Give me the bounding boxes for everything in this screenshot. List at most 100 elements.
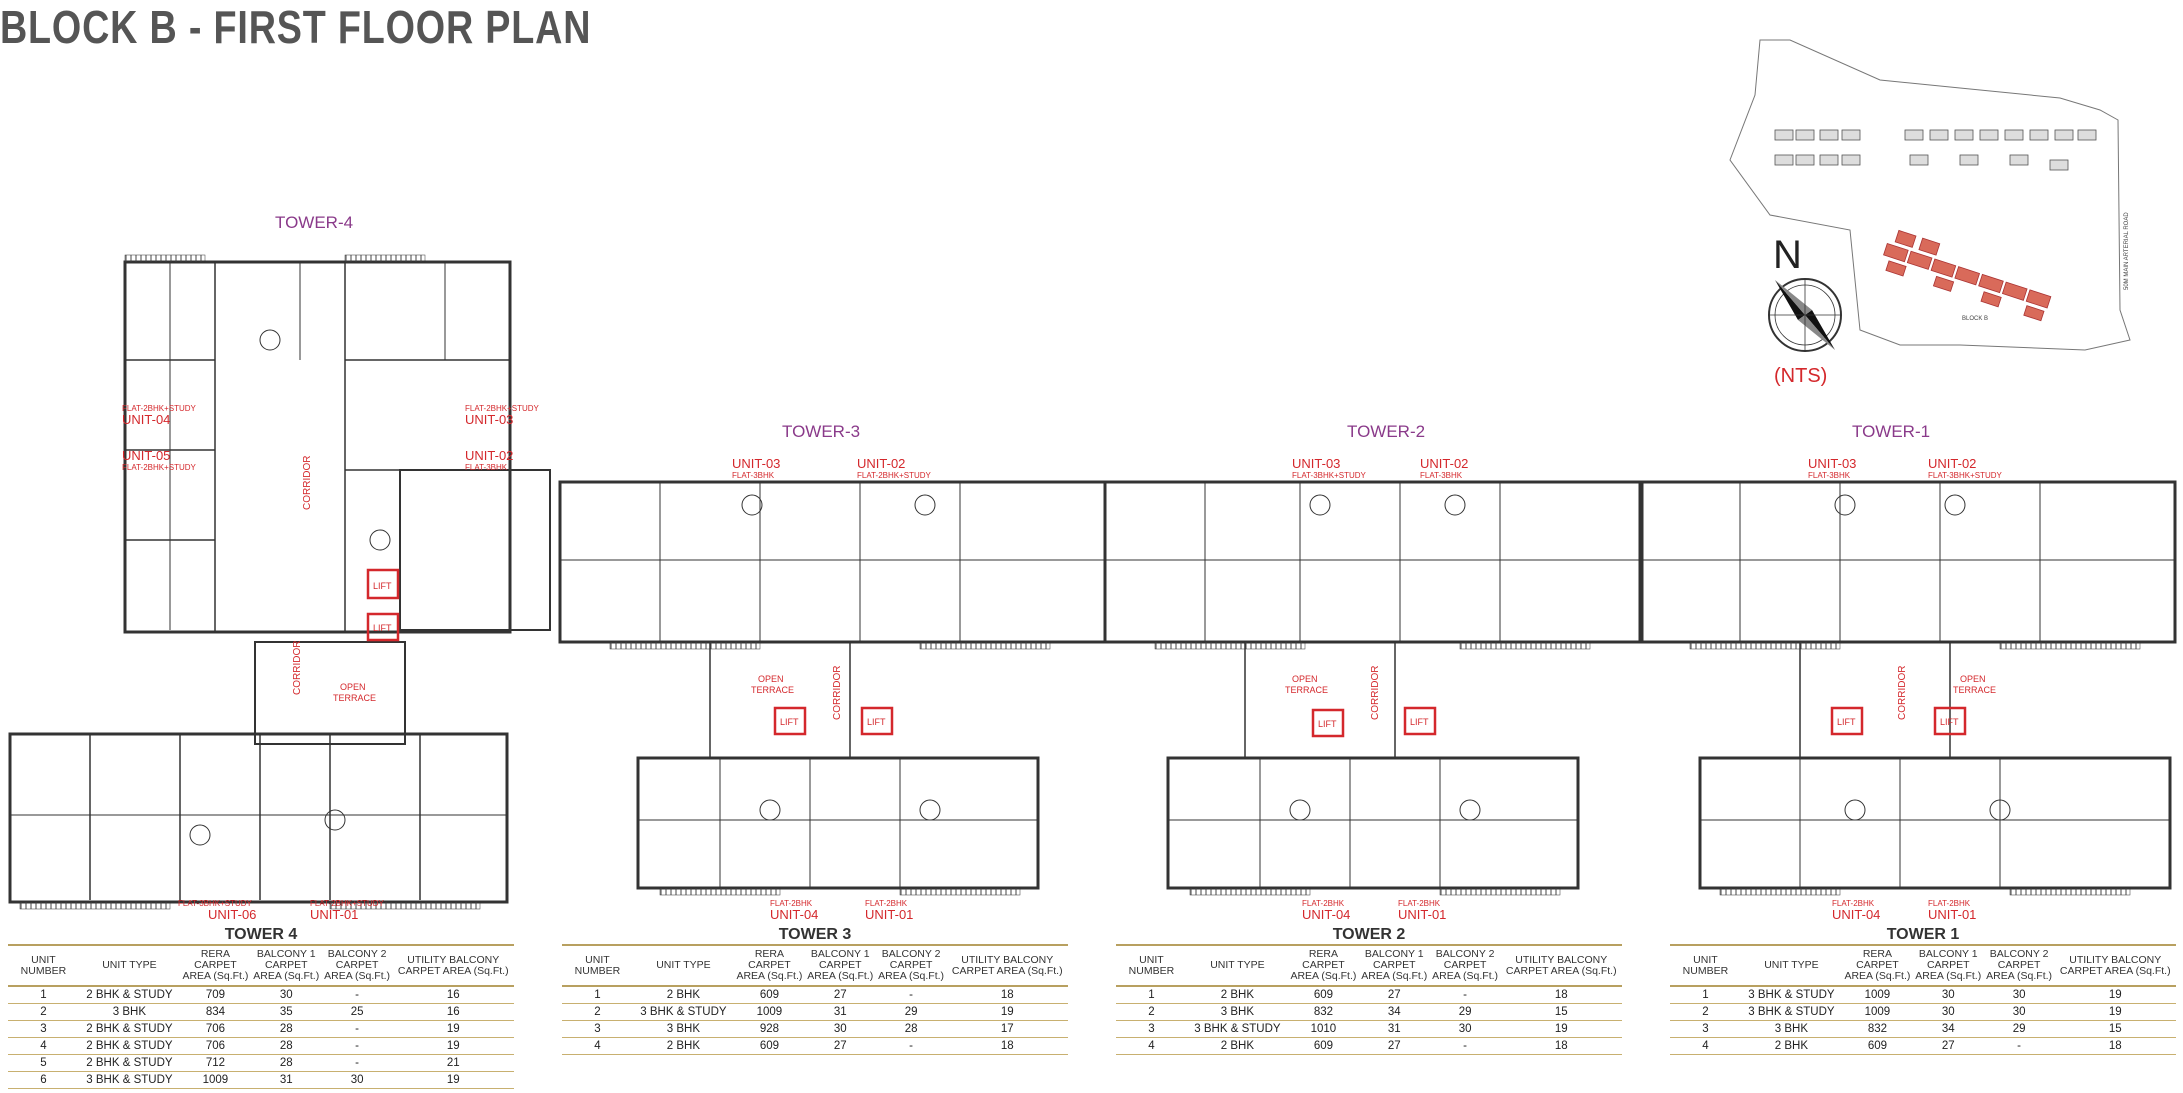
table-cell: 5 (8, 1054, 79, 1072)
unit-type: FLAT-2BHK+STUDY (310, 899, 385, 908)
unit-label: UNIT-06 (208, 907, 256, 922)
north-label: N (1773, 233, 1802, 277)
table-cell: 3 BHK (78, 1003, 181, 1021)
table-cell: - (321, 986, 393, 1004)
unit-type: FLAT-2BHK+STUDY (857, 471, 932, 480)
unit-type: FLAT-2BHK (1832, 899, 1875, 908)
unit-label: UNIT-04 (1302, 907, 1350, 922)
column-header: RERA CARPET AREA (Sq.Ft.) (1288, 944, 1359, 987)
unit-label: UNIT-01 (1928, 907, 1976, 922)
column-header: UTILITY BALCONY CARPET AREA (Sq.Ft.) (1500, 944, 1622, 987)
table-cell: 1009 (1842, 986, 1913, 1004)
table-cell: 4 (562, 1037, 633, 1055)
corridor-label: CORRIDOR (1897, 666, 1908, 720)
unit-type: FLAT-2BHK+STUDY (122, 404, 197, 413)
table-cell: 3 BHK (1186, 1003, 1289, 1021)
table-cell: 17 (946, 1020, 1068, 1038)
table-cell: 4 (1116, 1037, 1187, 1055)
table-cell: 832 (1288, 1003, 1359, 1021)
floor-plan: TOWER-4 CORRIDOR CORRIDOR OPEN TERRACE L… (8, 39, 2177, 922)
unit-label: UNIT-02 (465, 448, 513, 463)
table-cell: 928 (734, 1020, 805, 1038)
table-cell: 15 (2054, 1020, 2176, 1038)
table-cell: 16 (392, 986, 514, 1004)
corridor-label: CORRIDOR (292, 641, 303, 695)
area-table-tower-2: TOWER 2 UNIT NUMBER UNIT TYPE RERA CARPE… (1116, 926, 1622, 1055)
table-cell: 1 (1116, 986, 1187, 1004)
table-cell: 1 (1670, 986, 1741, 1004)
table-cell: 1010 (1288, 1020, 1359, 1038)
table-cell: - (1429, 1037, 1501, 1055)
column-header: BALCONY 2 CARPET AREA (Sq.Ft.) (1429, 944, 1501, 987)
column-header: UTILITY BALCONY CARPET AREA (Sq.Ft.) (392, 944, 514, 987)
unit-type: FLAT-2BHK+STUDY (465, 404, 540, 413)
unit-label: UNIT-04 (122, 412, 170, 427)
table-cell: 29 (875, 1003, 947, 1021)
unit-label: UNIT-02 (857, 456, 905, 471)
open-terrace-label: TERRACE (1285, 685, 1328, 695)
table-cell: 3 BHK & STUDY (1186, 1020, 1289, 1038)
table-cell: 30 (1429, 1020, 1501, 1038)
table-cell: 30 (1983, 1003, 2055, 1021)
column-header: RERA CARPET AREA (Sq.Ft.) (180, 944, 251, 987)
table-cell: 706 (180, 1020, 251, 1038)
table-cell: - (875, 1037, 947, 1055)
unit-type: FLAT-2BHK+STUDY (122, 463, 197, 472)
open-terrace-label: OPEN (340, 682, 366, 692)
unit-label: UNIT-02 (1420, 456, 1468, 471)
column-header: UTILITY BALCONY CARPET AREA (Sq.Ft.) (946, 944, 1068, 987)
open-terrace-label: TERRACE (751, 685, 794, 695)
table-cell: 19 (1500, 1020, 1622, 1038)
table-cell: 2 BHK (1740, 1037, 1843, 1055)
table-cell: 30 (1912, 1003, 1984, 1021)
table-cell: 3 (1670, 1020, 1741, 1038)
table-cell: 2 BHK (632, 986, 735, 1004)
unit-type: FLAT-2BHK (770, 899, 813, 908)
unit-type: FLAT-2BHK (1398, 899, 1441, 908)
tower-4-plan (8, 254, 551, 910)
table-cell: 19 (2054, 986, 2176, 1004)
table-cell: - (1983, 1037, 2055, 1055)
table-title: TOWER 1 (1886, 926, 1960, 943)
column-header: BALCONY 1 CARPET AREA (Sq.Ft.) (1912, 944, 1984, 987)
table-cell: - (875, 986, 947, 1004)
table-cell: 3 BHK & STUDY (1740, 1003, 1843, 1021)
table-cell: 27 (804, 986, 876, 1004)
tower-4-title: TOWER-4 (275, 213, 353, 232)
column-header: BALCONY 1 CARPET AREA (Sq.Ft.) (250, 944, 322, 987)
table-cell: - (321, 1020, 393, 1038)
table-cell: 15 (1500, 1003, 1622, 1021)
table-cell: 18 (1500, 986, 1622, 1004)
lift-label: LIFT (780, 717, 799, 727)
table-title: TOWER 3 (778, 926, 852, 943)
unit-type: FLAT-3BHK (1420, 471, 1463, 480)
table-cell: 609 (734, 1037, 805, 1055)
table-cell: 3 BHK & STUDY (1740, 986, 1843, 1004)
column-header: UNIT NUMBER (1670, 944, 1741, 987)
table-cell: 3 (8, 1020, 79, 1038)
open-terrace-label: OPEN (1292, 674, 1318, 684)
table-cell: 2 BHK & STUDY (78, 1054, 181, 1072)
column-header: RERA CARPET AREA (Sq.Ft.) (734, 944, 805, 987)
table-cell: 21 (392, 1054, 514, 1072)
unit-type: FLAT-3BHK+STUDY (178, 899, 253, 908)
table-cell: 29 (1983, 1020, 2055, 1038)
column-header: UNIT NUMBER (1116, 944, 1187, 987)
unit-label: UNIT-03 (732, 456, 780, 471)
table-cell: 27 (1358, 986, 1430, 1004)
table-cell: 609 (1288, 1037, 1359, 1055)
scale-label: (NTS) (1774, 365, 1827, 387)
table-cell: 30 (804, 1020, 876, 1038)
column-header: BALCONY 2 CARPET AREA (Sq.Ft.) (321, 944, 393, 987)
table-cell: 3 (562, 1020, 633, 1038)
table-cell: 30 (1912, 986, 1984, 1004)
